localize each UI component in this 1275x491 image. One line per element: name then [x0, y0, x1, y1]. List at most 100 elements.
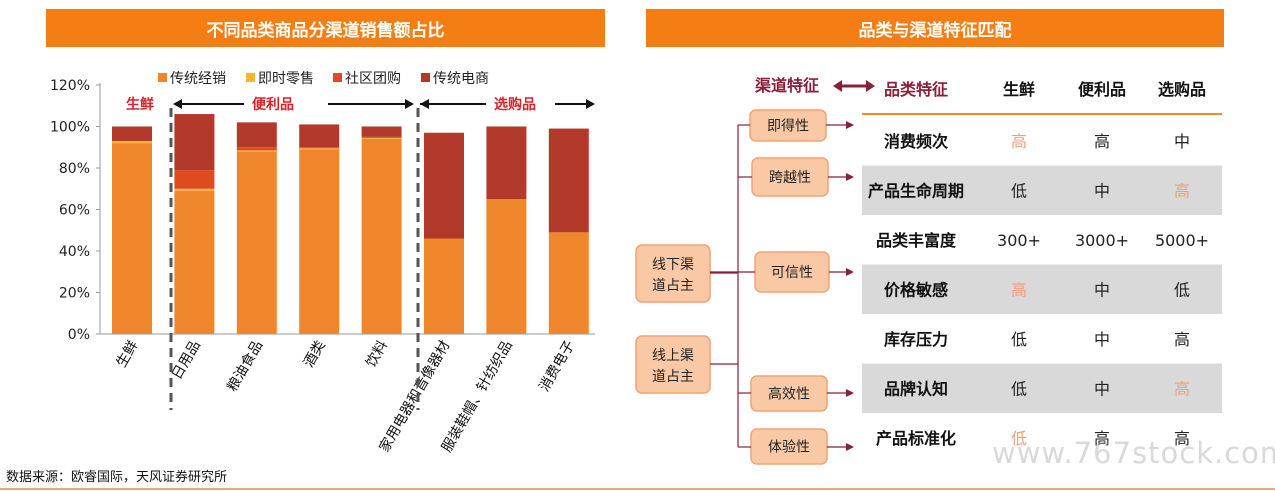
arrow-head	[586, 99, 595, 109]
table-header-category: 生鲜	[1003, 80, 1035, 99]
bar-segment	[361, 126, 402, 137]
legend-label: 即时零售	[258, 71, 314, 87]
legend-label: 传统经销	[170, 71, 226, 87]
connector-arrowhead	[846, 173, 854, 181]
y-tick-label: 40%	[59, 244, 90, 260]
connector-arrowhead	[846, 389, 854, 397]
y-tick-label: 80%	[59, 161, 90, 177]
table-cell: 低	[1011, 429, 1027, 448]
legend-label: 社区团购	[345, 71, 401, 87]
table-cell: 中	[1174, 132, 1190, 151]
connector-arrowhead	[846, 268, 854, 276]
channel-header: 渠道特征	[755, 76, 819, 95]
table-row-label: 消费频次	[884, 132, 948, 151]
bar-segment	[361, 137, 402, 139]
x-tick-label: 酒类	[301, 338, 329, 370]
table-cell: 中	[1094, 379, 1110, 398]
x-tick-label: 粮油食品	[224, 338, 267, 395]
table-cell: 高	[1094, 132, 1110, 151]
chart-title: 不同品类商品分渠道销售额占比	[206, 20, 445, 41]
table-row-label: 产品标准化	[876, 429, 956, 448]
bar-segment	[299, 149, 340, 334]
bar-segment	[299, 148, 340, 150]
feature-label: 跨越性	[769, 170, 811, 186]
table-cell: 300+	[997, 231, 1041, 250]
table-row-label: 品牌认知	[884, 379, 948, 398]
table-row-band	[862, 363, 1222, 413]
table-row-band	[862, 165, 1222, 215]
table-cell: 高	[1174, 330, 1190, 349]
feature-label: 体验性	[768, 440, 810, 456]
bar-segment	[548, 128, 589, 233]
table-row-label: 产品生命周期	[868, 181, 964, 200]
connector-arrowhead	[846, 121, 854, 129]
table-row-label: 库存压力	[884, 330, 948, 349]
arrow-head	[420, 99, 429, 109]
table-cell: 高	[1011, 132, 1027, 151]
bar-segment	[299, 124, 340, 148]
x-tick-label: 消费电子	[536, 338, 578, 394]
bar-segment	[174, 190, 215, 334]
table-cell: 低	[1011, 379, 1027, 398]
header-arrow-left	[833, 80, 842, 92]
bar-segment	[361, 136, 402, 138]
x-tick-label: 服装鞋帽、针纺织品	[439, 338, 516, 455]
legend-label: 传统电商	[433, 71, 489, 87]
bar-segment	[236, 151, 277, 334]
table-row-label: 价格敏感	[884, 280, 948, 299]
y-tick-label: 60%	[59, 203, 90, 219]
feature-label: 即得性	[767, 118, 809, 135]
group-label-convenience: 便利品	[252, 96, 294, 113]
bar-segment	[236, 147, 277, 151]
bar-segment	[174, 170, 215, 189]
watermark: www.767stock.com	[992, 436, 1275, 470]
y-tick-label: 120%	[50, 78, 90, 94]
legend-swatch	[246, 73, 255, 82]
table-cell: 中	[1094, 280, 1110, 299]
stacked-bar-chart: 0%20%40%60%80%100%120%生鲜日用品粮油食品酒类饮料家用电器和…	[50, 71, 595, 455]
table-cell: 低	[1174, 280, 1190, 299]
group-label-shopping: 选购品	[494, 96, 536, 113]
x-tick-label: 饮料	[363, 338, 391, 370]
channel-label: 道占主	[652, 278, 694, 294]
y-tick-label: 20%	[59, 286, 90, 302]
bar-segment	[174, 188, 215, 191]
channel-label: 线上渠	[652, 348, 694, 364]
legend-swatch	[421, 73, 430, 82]
table-cell: 高	[1174, 379, 1190, 398]
bar-segment	[361, 138, 402, 334]
bar-segment	[112, 143, 152, 334]
channel-feature-diagram: 渠道特征线下渠道占主线上渠道占主即得性跨越性可信性高效性体验性品类特征生鲜便利品…	[635, 76, 1222, 465]
table-header-category: 便利品	[1078, 80, 1126, 99]
table-row-label: 品类丰富度	[876, 231, 957, 250]
bar-segment	[486, 126, 527, 200]
bar-segment	[236, 150, 277, 152]
table-row-band	[862, 264, 1222, 314]
bar-segment	[174, 114, 215, 171]
table-cell: 低	[1011, 330, 1027, 349]
table-cell: 中	[1094, 330, 1110, 349]
connector-arrowhead	[846, 443, 854, 451]
chart-title-banner: 不同品类商品分渠道销售额占比	[46, 9, 605, 47]
channel-label: 道占主	[652, 369, 694, 385]
matrix-title: 品类与渠道特征匹配	[858, 20, 1012, 41]
table-cell: 3000+	[1075, 231, 1129, 250]
table-cell: 5000+	[1155, 231, 1209, 250]
legend-swatch	[333, 73, 342, 82]
bar-segment	[112, 141, 152, 144]
table-cell: 高	[1011, 280, 1027, 299]
bar-segment	[424, 238, 464, 334]
x-tick-label: 生鲜	[114, 338, 142, 370]
bar-segment	[424, 132, 464, 239]
arrow-head	[405, 99, 414, 109]
bottom-rule	[0, 488, 1275, 490]
y-tick-label: 0%	[68, 327, 90, 343]
table-header-category: 选购品	[1158, 80, 1206, 99]
table-header-feature: 品类特征	[884, 80, 948, 99]
x-tick-label: 日用品	[169, 338, 204, 382]
table-cell: 中	[1094, 181, 1110, 200]
table-cell: 高	[1174, 429, 1190, 448]
bar-segment	[299, 147, 340, 149]
header-arrow-right	[866, 80, 875, 92]
feature-label: 可信性	[771, 265, 813, 281]
